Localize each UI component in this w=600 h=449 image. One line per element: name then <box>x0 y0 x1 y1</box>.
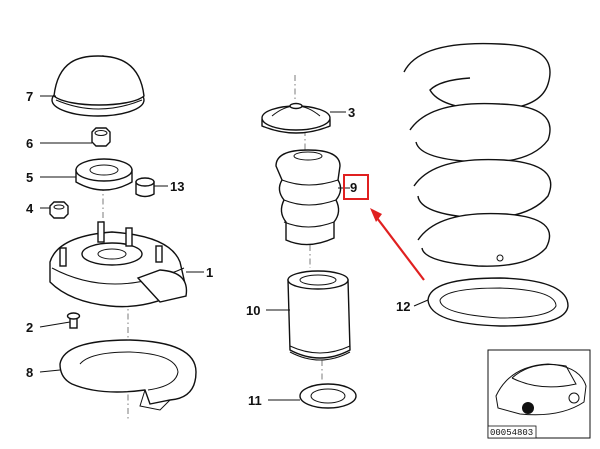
vehicle-inset: 00054803 <box>487 349 591 439</box>
callout-7: 7 <box>26 89 33 104</box>
part-4-nut <box>49 201 69 219</box>
callout-10: 10 <box>246 303 260 318</box>
highlight-arrow <box>373 213 425 281</box>
callout-9: 9 <box>350 180 357 195</box>
part-3-washer <box>261 102 331 134</box>
callout-8: 8 <box>26 365 33 380</box>
part-12-coil-spring <box>403 42 569 327</box>
middle-assembly <box>261 75 357 409</box>
callout-12: 12 <box>396 299 410 314</box>
part-7-cap <box>51 55 145 117</box>
highlight-box <box>343 174 369 200</box>
callout-11: 11 <box>248 393 262 408</box>
callout-3: 3 <box>348 105 355 120</box>
callout-1: 1 <box>206 265 213 280</box>
arrow-head <box>370 208 382 222</box>
inset-code: 00054803 <box>490 428 533 438</box>
part-9-bump-stop <box>275 149 342 246</box>
callout-labels: 7 6 5 4 2 8 13 1 3 9 10 11 12 <box>26 89 410 408</box>
callout-5: 5 <box>26 170 33 185</box>
part-1-strut-mount <box>49 221 188 308</box>
leader-lines <box>39 95 429 401</box>
callout-2: 2 <box>26 320 33 335</box>
part-5-bearing <box>75 158 133 191</box>
part-13-stopper <box>135 177 155 198</box>
part-6-nut <box>91 127 111 147</box>
callout-13: 13 <box>170 179 184 194</box>
left-assembly <box>49 55 197 420</box>
callout-4: 4 <box>26 201 34 216</box>
part-2-bolt <box>66 312 81 329</box>
callout-6: 6 <box>26 136 33 151</box>
highlight-annotation <box>343 174 425 281</box>
part-8-pad <box>59 339 197 411</box>
part-10-boot <box>287 270 351 361</box>
part-11-ring <box>299 383 357 409</box>
